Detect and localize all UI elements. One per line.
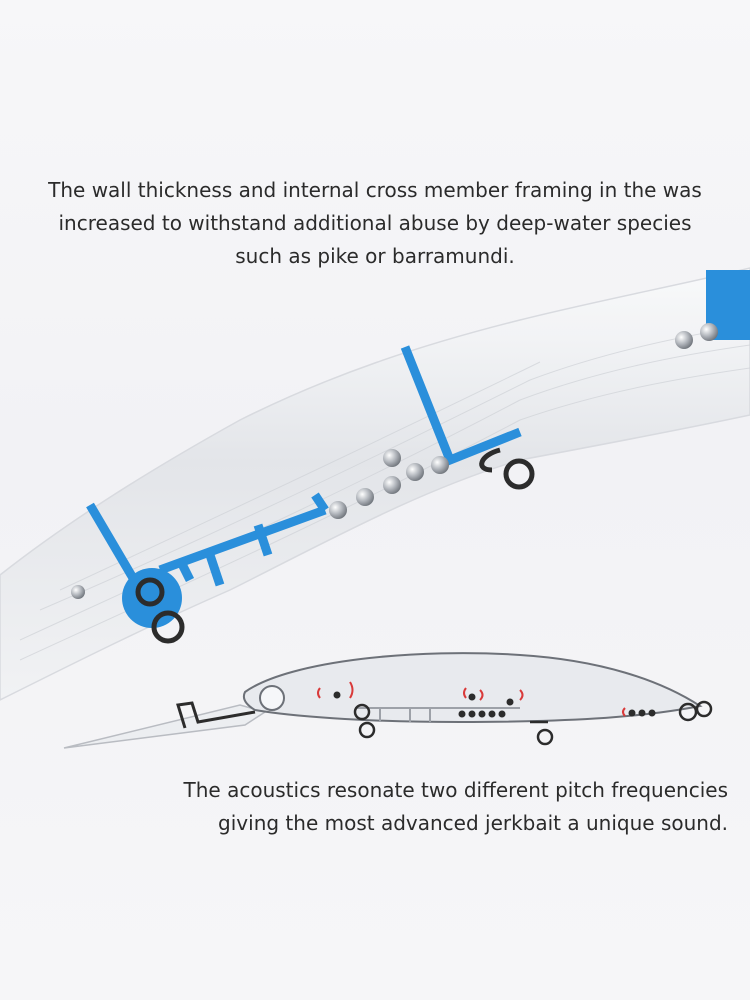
framing-caption-line-2: increased to withstand additional abuse … (58, 211, 692, 235)
diagram-hook-eyes (353, 700, 713, 746)
lure-eye-icon (259, 685, 285, 711)
lip-frame (176, 701, 256, 729)
acoustics-caption: The acoustics resonate two different pit… (108, 774, 728, 840)
framing-caption-line-3: such as pike or barramundi. (235, 244, 515, 268)
internal-frame-outline (355, 707, 520, 722)
hook-eye-icon (135, 577, 185, 644)
framing-caption-line-1: The wall thickness and internal cross me… (48, 178, 702, 202)
line-tie-frame-ring (122, 568, 182, 628)
diving-lip (63, 704, 267, 749)
cross-member-framing (86, 345, 522, 593)
weight-balls (71, 323, 718, 599)
acoustics-caption-line-2: giving the most advanced jerkbait a uniq… (218, 811, 728, 835)
belly-hook-eye-icon (479, 447, 535, 490)
framing-caption: The wall thickness and internal cross me… (0, 174, 750, 273)
lure-side-view-diagram (63, 652, 713, 749)
sound-wave-icon (317, 681, 626, 717)
acoustics-caption-line-1: The acoustics resonate two different pit… (183, 778, 728, 802)
lure-body-closeup (0, 267, 750, 701)
rattle-balls (333, 691, 656, 718)
